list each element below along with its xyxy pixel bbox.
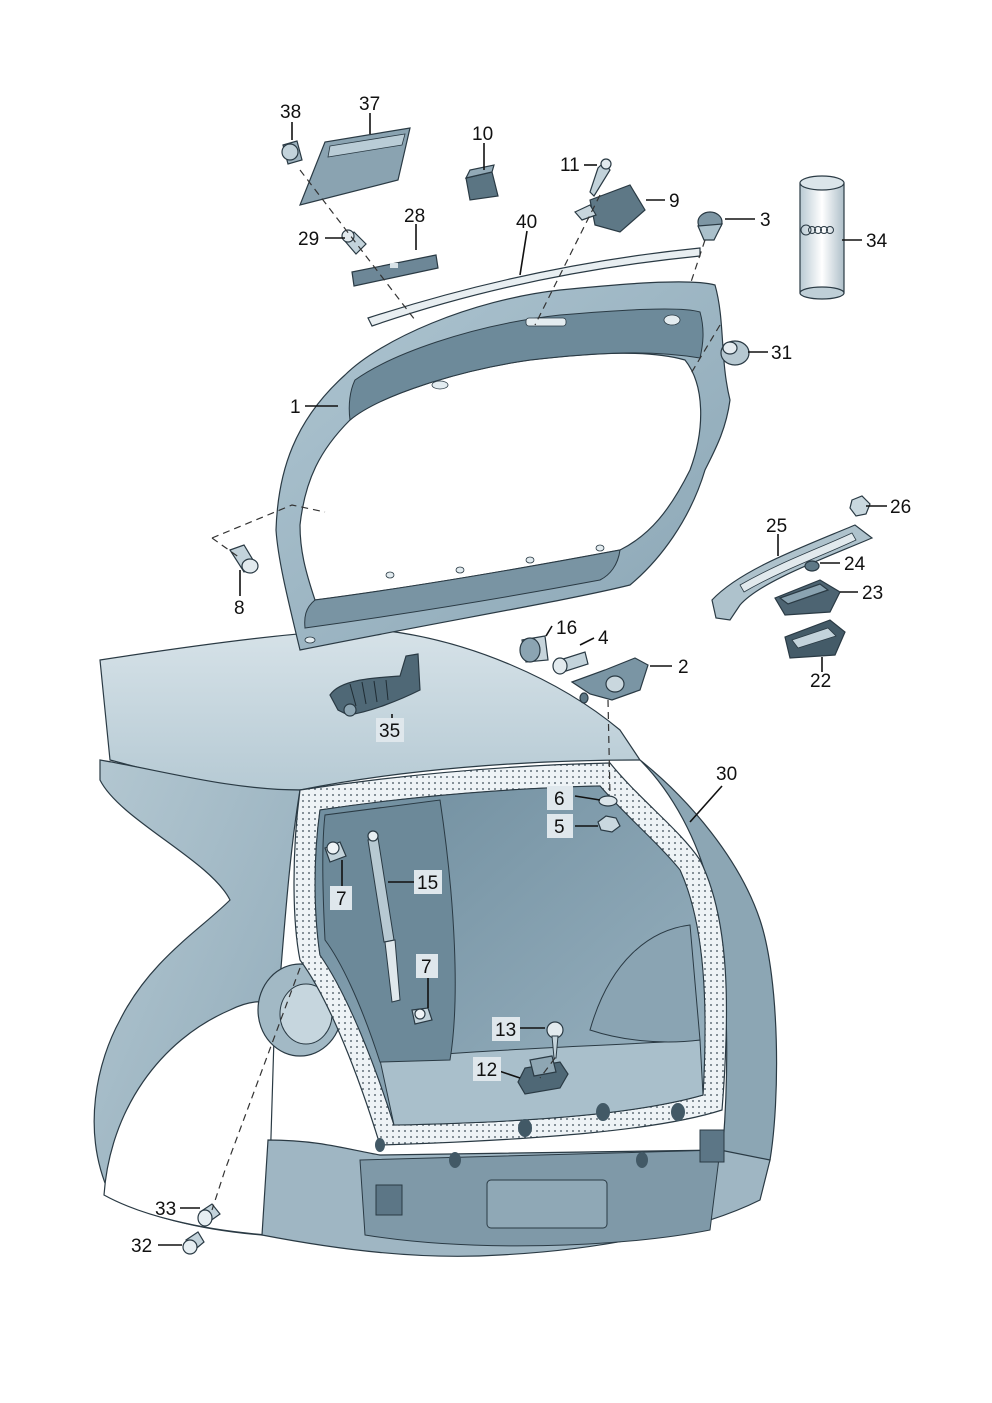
part-2-hinge: [570, 657, 649, 704]
callout-15: 15: [417, 873, 438, 894]
callout-7-lower: 7: [421, 957, 432, 978]
callout-24: 24: [844, 554, 866, 575]
part-4-bolt: [552, 651, 589, 675]
part-33-screw: [197, 1203, 221, 1227]
callout-9: 9: [669, 191, 680, 212]
part-29-clip: [341, 229, 367, 255]
part-5-nut: [597, 815, 621, 833]
bumper-bolts: [375, 1103, 685, 1168]
callout-35: 35: [379, 721, 400, 742]
part-12-striker: [517, 1055, 569, 1095]
callout-1: 1: [290, 397, 301, 418]
callout-11: 11: [560, 155, 580, 176]
callout-38: 38: [280, 102, 301, 123]
callout-2: 2: [678, 657, 689, 678]
assembly-lines: [211, 169, 721, 1211]
part-34-paint-cylinder: [799, 175, 845, 300]
callout-8: 8: [234, 598, 245, 619]
part-13-screw: [546, 1021, 564, 1059]
part-23-release-switch: [774, 579, 841, 616]
part-22-number-plate-light: [784, 619, 846, 659]
callout-6: 6: [554, 789, 565, 810]
tailgate-panel: [275, 281, 731, 651]
callout-37: 37: [359, 94, 380, 115]
part-6-washer: [598, 795, 618, 807]
callout-25: 25: [766, 516, 787, 537]
part-32-screw: [182, 1231, 205, 1255]
callout-7-upper: 7: [336, 889, 347, 910]
part-15-gas-strut: [367, 830, 401, 1003]
callout-10: 10: [472, 124, 493, 145]
callout-4: 4: [598, 628, 609, 649]
callout-30: 30: [716, 764, 737, 785]
callout-29: 29: [298, 229, 319, 250]
part-10-clip: [464, 164, 499, 201]
callout-31: 31: [771, 343, 792, 364]
part-38-screw: [281, 140, 303, 165]
part-35-cable-boot: [329, 653, 421, 717]
callout-26: 26: [890, 497, 911, 518]
label-boxes: [330, 718, 573, 1081]
part-26-nut: [849, 495, 871, 517]
callout-22: 22: [810, 671, 831, 692]
leader-lines: [158, 113, 887, 1246]
callout-5: 5: [554, 817, 565, 838]
callout-16: 16: [556, 618, 577, 639]
callout-32: 32: [131, 1236, 152, 1257]
callout-13: 13: [495, 1020, 516, 1041]
part-31-buffer: [720, 340, 750, 366]
part-25-handle-strip: [711, 524, 874, 621]
part-11-screw: [589, 158, 612, 197]
part-7-ball-stud-upper: [324, 841, 347, 863]
callout-12: 12: [476, 1060, 497, 1081]
callout-33: 33: [155, 1199, 176, 1220]
part-16-cap: [519, 635, 549, 663]
part-7-ball-stud-lower: [411, 1007, 433, 1025]
part-24-nut: [804, 560, 820, 572]
part-8-stud: [229, 544, 259, 574]
vehicle-rear-body: [93, 629, 778, 1257]
callout-23: 23: [862, 583, 883, 604]
callout-3: 3: [760, 210, 771, 231]
callout-40: 40: [516, 212, 537, 233]
wheel-arch: [103, 1001, 276, 1236]
callout-labels: 38 37 10 11 9 3 34 28 29 40 31 1 8 26 25…: [131, 94, 911, 1257]
wheelhouse-inner: [589, 924, 701, 1043]
callout-28: 28: [404, 206, 425, 227]
part-37-trim-panel: [299, 127, 411, 206]
part-9-lock: [574, 184, 646, 233]
part-28-badge-plate: [351, 254, 439, 287]
part-3-button: [697, 211, 724, 241]
callout-34: 34: [866, 231, 888, 252]
